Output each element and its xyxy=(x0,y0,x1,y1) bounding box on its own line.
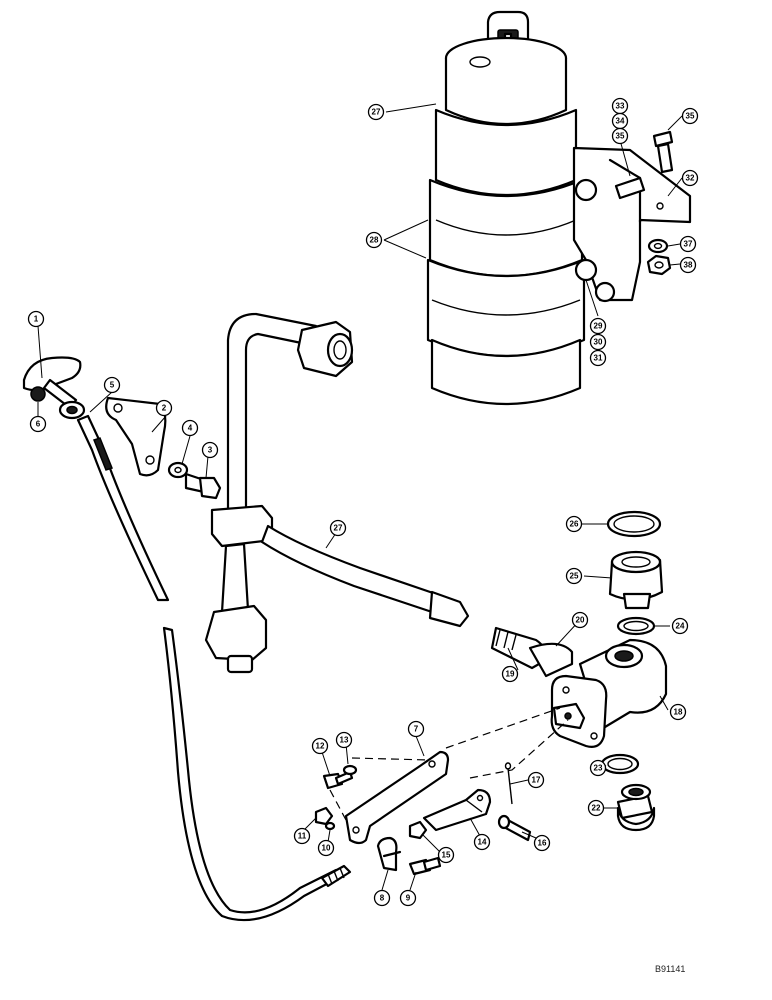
svg-text:24: 24 xyxy=(676,622,685,631)
svg-text:1: 1 xyxy=(34,315,39,324)
callout-2: 2 xyxy=(155,399,173,417)
svg-text:17: 17 xyxy=(532,776,541,785)
callout-35-stack: 35 xyxy=(611,127,629,145)
svg-text:25: 25 xyxy=(570,572,579,581)
callout-22: 22 xyxy=(587,799,605,817)
callout-19: 19 xyxy=(501,665,519,683)
callout-6: 6 xyxy=(29,415,47,433)
svg-text:32: 32 xyxy=(686,174,695,183)
svg-text:2: 2 xyxy=(162,404,167,413)
svg-text:27: 27 xyxy=(334,524,343,533)
svg-text:37: 37 xyxy=(684,240,693,249)
callout-29: 29 xyxy=(589,317,607,335)
callout-23: 23 xyxy=(589,759,607,777)
callout-12: 12 xyxy=(311,737,329,755)
svg-text:16: 16 xyxy=(538,839,547,848)
svg-text:18: 18 xyxy=(674,708,683,717)
callout-20: 20 xyxy=(571,611,589,629)
svg-text:27: 27 xyxy=(372,108,381,117)
svg-text:31: 31 xyxy=(594,354,603,363)
callout-35-bolt: 35 xyxy=(681,107,699,125)
callouts: 1 2 3 4 5 6 7 8 9 10 11 12 13 14 15 16 1… xyxy=(27,97,699,907)
callout-18: 18 xyxy=(669,703,687,721)
callout-27-line: 27 xyxy=(329,519,347,537)
svg-text:8: 8 xyxy=(380,894,385,903)
callout-26: 26 xyxy=(565,515,583,533)
svg-text:11: 11 xyxy=(298,832,307,841)
callout-33: 33 xyxy=(611,97,629,115)
callout-16: 16 xyxy=(533,834,551,852)
svg-text:19: 19 xyxy=(506,670,515,679)
svg-text:29: 29 xyxy=(594,322,603,331)
svg-text:20: 20 xyxy=(576,616,585,625)
callout-15: 15 xyxy=(437,846,455,864)
callout-34: 34 xyxy=(611,112,629,130)
svg-text:38: 38 xyxy=(684,261,693,270)
callout-10: 10 xyxy=(317,839,335,857)
leader-lines xyxy=(37,103,683,891)
svg-text:23: 23 xyxy=(594,764,603,773)
svg-text:6: 6 xyxy=(36,420,41,429)
callout-32: 32 xyxy=(681,169,699,187)
callout-38: 38 xyxy=(679,256,697,274)
svg-text:9: 9 xyxy=(406,894,411,903)
svg-text:4: 4 xyxy=(188,424,193,433)
callout-24: 24 xyxy=(671,617,689,635)
svg-text:35: 35 xyxy=(616,132,625,141)
filter-assembly xyxy=(426,10,692,406)
svg-text:12: 12 xyxy=(316,742,325,751)
svg-text:7: 7 xyxy=(414,725,419,734)
svg-text:13: 13 xyxy=(340,736,349,745)
svg-text:3: 3 xyxy=(208,446,213,455)
callout-13: 13 xyxy=(335,731,353,749)
svg-text:28: 28 xyxy=(370,236,379,245)
callout-28: 28 xyxy=(365,231,383,249)
callout-7: 7 xyxy=(407,720,425,738)
svg-text:10: 10 xyxy=(322,844,331,853)
svg-text:35: 35 xyxy=(686,112,695,121)
callout-9: 9 xyxy=(399,889,417,907)
svg-text:26: 26 xyxy=(570,520,579,529)
svg-text:15: 15 xyxy=(442,851,451,860)
callout-5: 5 xyxy=(103,376,121,394)
callout-37: 37 xyxy=(679,235,697,253)
control-cable xyxy=(22,356,352,922)
callout-11: 11 xyxy=(293,827,311,845)
callout-8: 8 xyxy=(373,889,391,907)
figure-id: B91141 xyxy=(655,964,686,974)
linkage-assembly xyxy=(314,707,569,876)
callout-25: 25 xyxy=(565,567,583,585)
callout-30: 30 xyxy=(589,333,607,351)
svg-text:14: 14 xyxy=(478,838,487,847)
callout-17: 17 xyxy=(527,771,545,789)
svg-text:34: 34 xyxy=(616,117,625,126)
svg-text:5: 5 xyxy=(110,381,115,390)
svg-text:33: 33 xyxy=(616,102,625,111)
callout-31: 31 xyxy=(589,349,607,367)
callout-27-filter: 27 xyxy=(367,103,385,121)
svg-text:30: 30 xyxy=(594,338,603,347)
callout-4: 4 xyxy=(181,419,199,437)
callout-3: 3 xyxy=(201,441,219,459)
callout-14: 14 xyxy=(473,833,491,851)
valve-assembly xyxy=(490,510,668,832)
svg-text:22: 22 xyxy=(592,804,601,813)
callout-1: 1 xyxy=(27,310,45,328)
fuel-line xyxy=(204,312,470,674)
